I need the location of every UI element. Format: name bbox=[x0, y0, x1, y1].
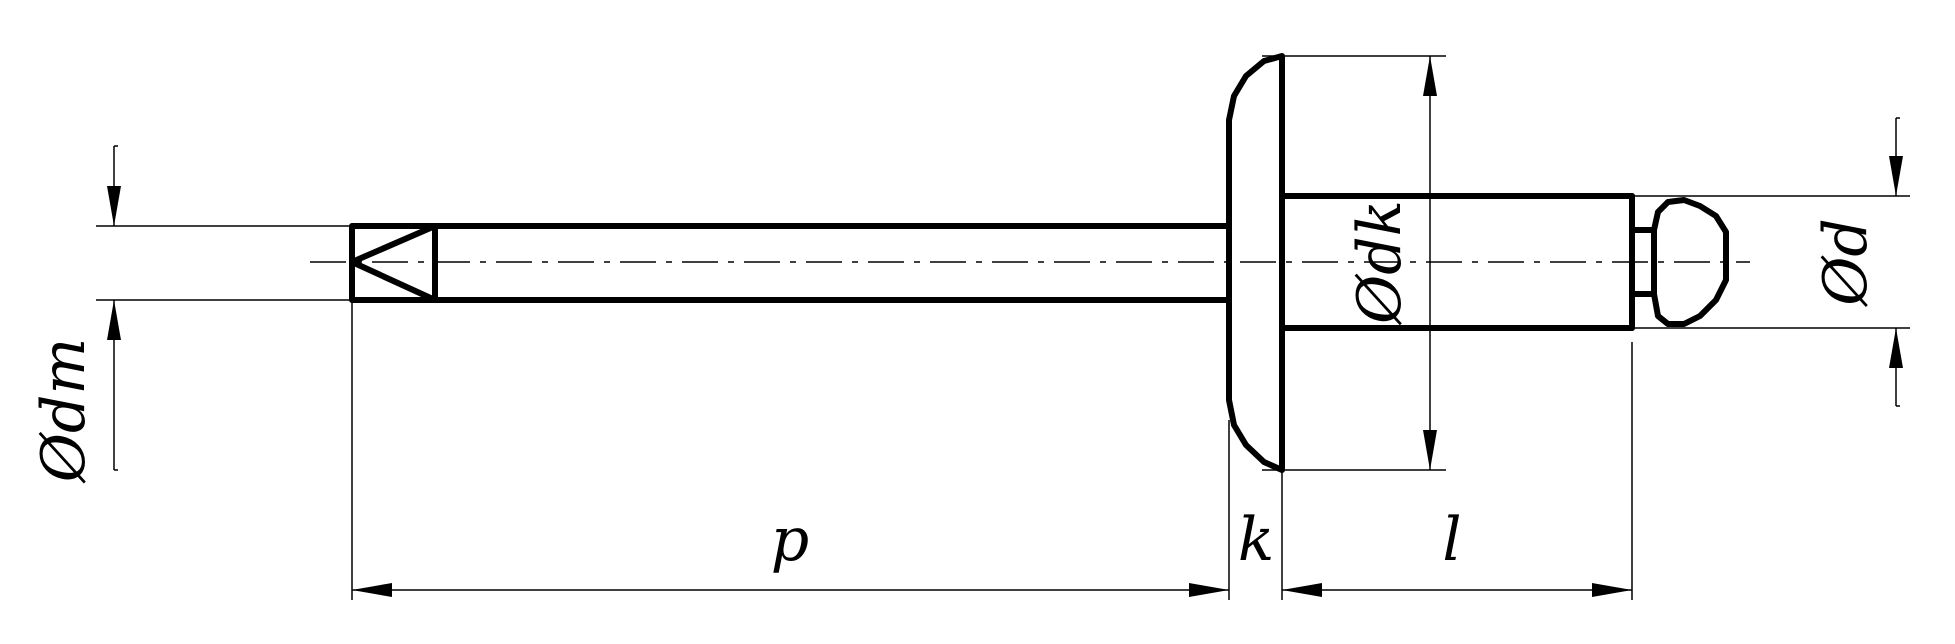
label-dk: Ødk bbox=[1345, 200, 1415, 326]
dim-l-arrow-left bbox=[1282, 583, 1322, 597]
dim-p-arrow-left bbox=[352, 583, 392, 597]
dimension-dm bbox=[107, 145, 121, 471]
label-k: k bbox=[1238, 505, 1274, 575]
dim-d-arrow-bottom bbox=[1889, 328, 1903, 368]
label-dm: Ødm bbox=[29, 338, 99, 485]
mandrel-tip bbox=[349, 223, 438, 303]
dim-dm-arrow-bottom bbox=[107, 300, 121, 340]
label-l: l bbox=[1442, 505, 1461, 575]
mandrel-point bbox=[349, 223, 438, 303]
dimension-l bbox=[1282, 583, 1632, 597]
dimension-p bbox=[352, 583, 1229, 597]
dim-dm-arrow-top bbox=[107, 186, 121, 226]
dim-dk-arrow-top bbox=[1423, 56, 1437, 96]
rivet-head-outline bbox=[1226, 53, 1285, 473]
dimension-d bbox=[1889, 117, 1903, 407]
mandrel-ball bbox=[1651, 197, 1729, 327]
label-p: p bbox=[771, 505, 809, 575]
dim-d-arrow-top bbox=[1889, 156, 1903, 196]
label-d: Ød bbox=[1811, 218, 1881, 308]
dimension-dk bbox=[1423, 56, 1437, 470]
rivet-head bbox=[1226, 53, 1285, 473]
dim-p-arrow-right bbox=[1189, 583, 1229, 597]
extension-lines bbox=[96, 55, 1910, 600]
dim-dk-arrow-bottom bbox=[1423, 430, 1437, 470]
dim-l-arrow-right bbox=[1592, 583, 1632, 597]
mandrel-head bbox=[1629, 197, 1729, 327]
mandrel bbox=[349, 223, 1229, 303]
